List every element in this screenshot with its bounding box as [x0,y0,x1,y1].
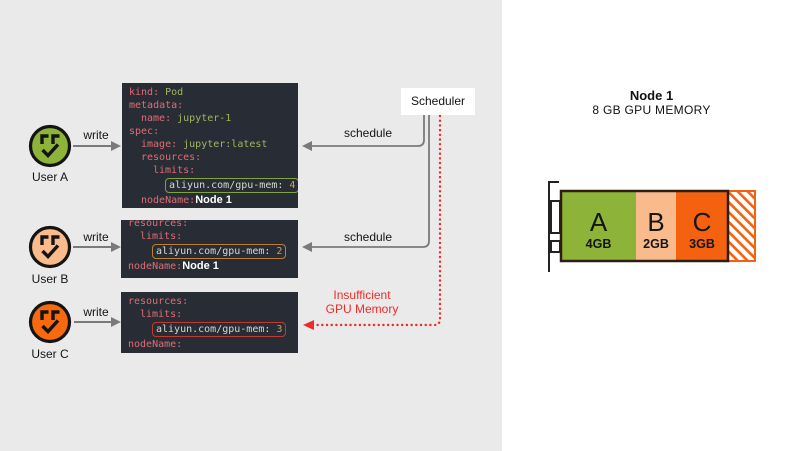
node-panel [502,0,801,451]
user-b-avatar [28,225,72,274]
schedule-arrowheads [302,141,312,252]
insufficient-memory-label: Insufficient GPU Memory [325,288,399,316]
yaml-line: nodeName: [128,339,183,350]
yaml-line: resources: [128,220,189,229]
write-label: write [83,305,109,319]
user-icon [28,124,72,168]
write-label: write [83,128,109,142]
yaml-line: kind: Pod [129,87,184,98]
yaml-line: nodeName:Node 1 [128,260,219,272]
yaml-line: metadata: [129,100,184,111]
yaml-line: limits: [153,165,196,176]
yaml-line: limits: [140,309,183,320]
gpu-mem-limit-box: aliyun.com/gpu-mem: 2 [152,244,287,259]
yaml-line-gpu-mem: aliyun.com/gpu-mem: 3 [128,321,291,338]
write-label: write [83,230,109,244]
user-c-avatar [28,300,72,349]
node-subtitle: 8 GB GPU MEMORY [592,103,711,117]
user-a-label: User A [31,170,68,184]
yaml-line: limits: [140,231,183,242]
insufficient-memory-arrowhead [303,320,314,330]
user-icon [28,225,72,269]
yaml-line-gpu-mem: aliyun.com/gpu-mem: 4 [129,177,298,194]
scheduler-box: Scheduler [401,88,475,115]
yaml-line-gpu-mem: aliyun.com/gpu-mem: 2 [128,243,291,260]
pod-yaml-user-c: resources: limits: aliyun.com/gpu-mem: 3 no… [121,292,298,353]
gpu-mem-limit-box: aliyun.com/gpu-mem: 4 [165,178,298,193]
pod-yaml-user-a: kind: Pod metadata: name: jupyter-1 spec: im… [122,83,298,208]
yaml-line: spec: [129,126,160,137]
user-icon [28,300,72,344]
node-header: Node 1 8 GB GPU MEMORY [502,88,801,118]
schedule-label: schedule [343,126,393,140]
gpu-mem-limit-box: aliyun.com/gpu-mem: 3 [152,322,287,337]
yaml-line: resources: [128,296,189,307]
user-a-avatar [28,124,72,173]
user-b-label: User B [31,272,69,286]
yaml-line: image: jupyter:latest [141,139,268,150]
yaml-line: nodeName:Node 1 [141,194,232,206]
yaml-line: name: jupyter-1 [141,113,232,124]
user-c-label: User C [31,347,69,361]
node-title: Node 1 [629,88,674,103]
yaml-line: resources: [141,152,202,163]
schedule-label: schedule [343,230,393,244]
